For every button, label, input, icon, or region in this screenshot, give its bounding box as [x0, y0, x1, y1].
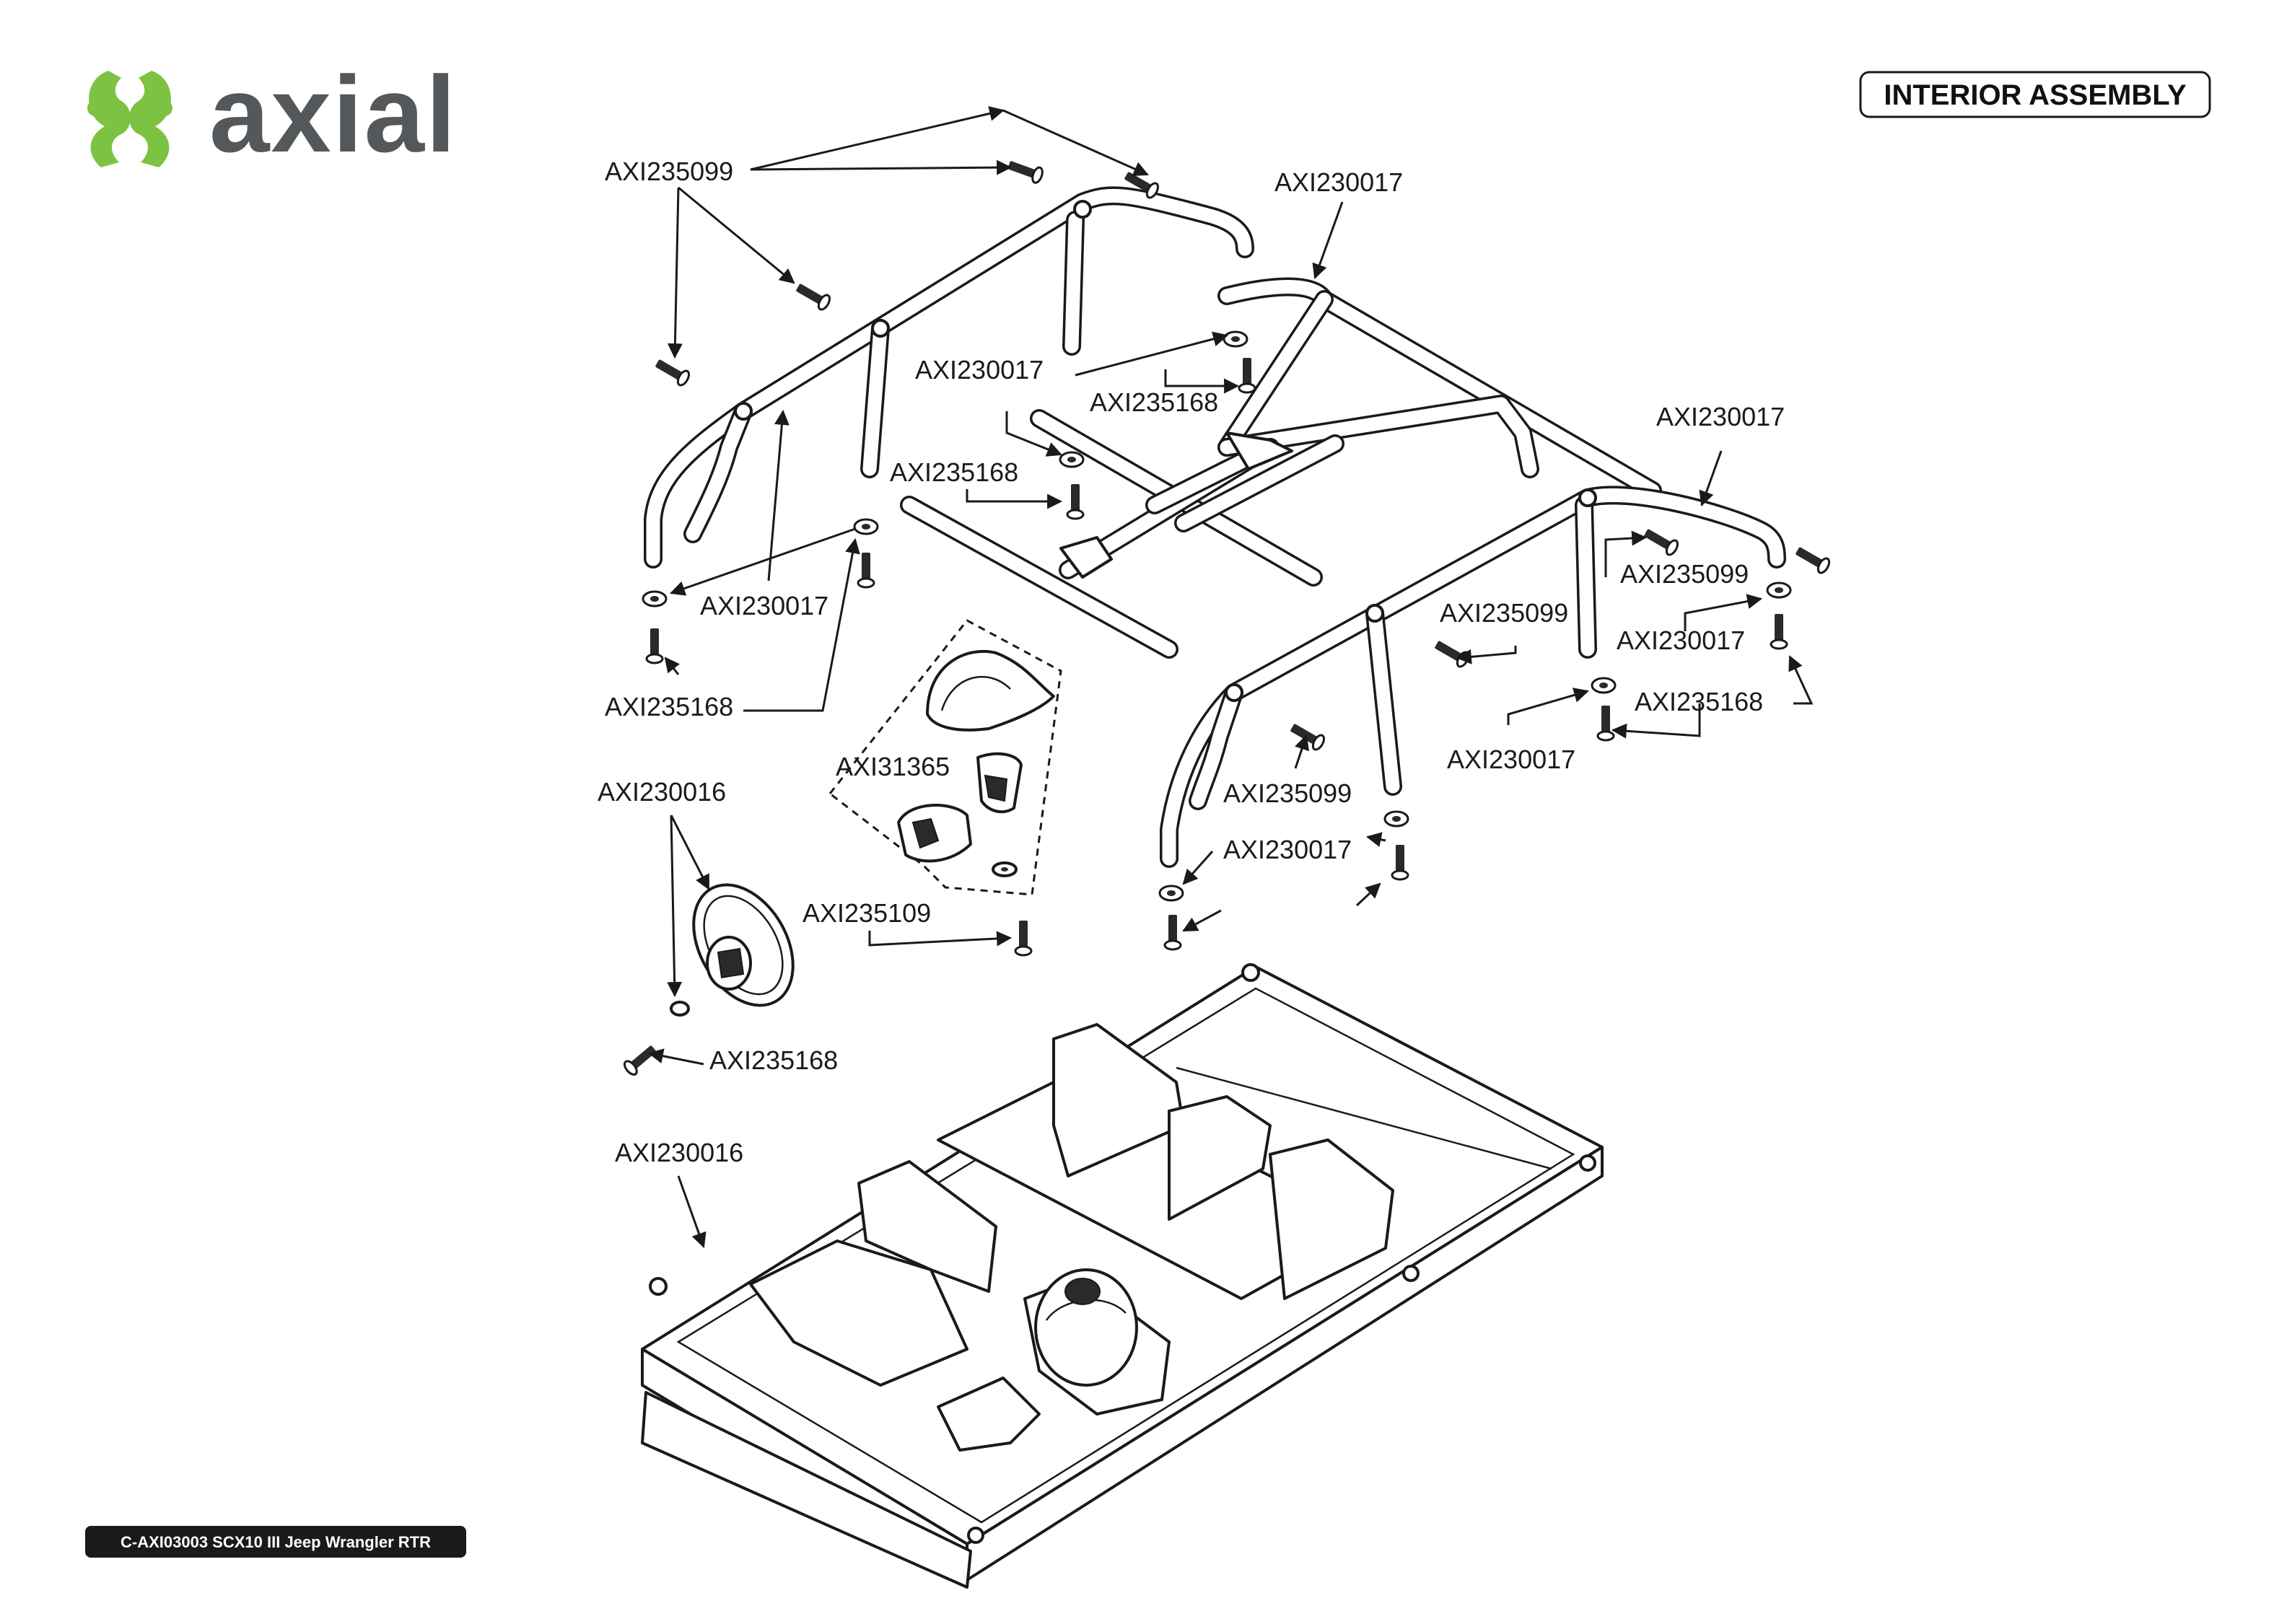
section-title-text: INTERIOR ASSEMBLY [1884, 79, 2187, 111]
leader-lines [647, 106, 1814, 1248]
callout-driver: AXI31365 [836, 752, 950, 781]
washer-icon [1158, 885, 1184, 902]
brand-wordmark: axial [209, 53, 458, 175]
screw-icon [857, 551, 875, 589]
driver-figure-group [828, 619, 1062, 896]
callout-washer-right: AXI230017 [1617, 626, 1745, 655]
screw-icon [792, 278, 834, 313]
section-title: INTERIOR ASSEMBLY [1859, 71, 2211, 118]
screw-icon [1391, 843, 1409, 881]
screw-icon [1770, 613, 1788, 650]
washer-icon [1223, 330, 1248, 348]
callout-screw-center-right: AXI235099 [1440, 598, 1568, 628]
callout-washer-cage-lower: AXI230017 [1223, 835, 1352, 864]
screw-icon [1005, 156, 1046, 185]
screw-icon [1163, 913, 1182, 951]
callout-screw-driver: AXI235109 [803, 898, 931, 928]
screw-icon [652, 354, 693, 389]
screw-icon [1066, 483, 1085, 520]
screw-icon [1014, 919, 1033, 957]
left-cage-side [644, 186, 1254, 569]
screw-icon [645, 627, 664, 664]
callout-interior-tub: AXI230016 [615, 1138, 743, 1167]
driver-arm-icon [976, 752, 1023, 814]
washer-icon [1591, 677, 1617, 694]
screw-icon [1640, 524, 1682, 558]
callout-cage-right: AXI230017 [1656, 402, 1785, 431]
callout-labels: AXI235099 AXI230017 AXI230017 AXI235168 … [598, 157, 1785, 1167]
model-badge: C-AXI03003 SCX10 III Jeep Wrangler RTR [85, 1526, 466, 1558]
screw-icon [621, 1041, 660, 1078]
callout-cage-mid-left: AXI230017 [915, 355, 1044, 385]
axial-logo: axial [87, 53, 458, 175]
callout-cage-left-bottom: AXI230017 [700, 591, 828, 620]
washer-icon [1059, 451, 1085, 468]
driver-torso-icon [897, 804, 972, 863]
model-badge-text: C-AXI03003 SCX10 III Jeep Wrangler RTR [121, 1533, 431, 1551]
callout-screw-top-left: AXI235099 [605, 157, 733, 186]
callout-screw-right: AXI235099 [1620, 559, 1749, 589]
washer-icon [642, 590, 668, 607]
driver-base-icon [992, 861, 1018, 877]
steering-wheel-icon [670, 883, 795, 1017]
right-cage-side [1160, 486, 1786, 868]
washer-icon [853, 518, 879, 535]
screw-icon [1287, 719, 1328, 753]
washer-icon [1766, 581, 1792, 599]
screw-icon [1596, 704, 1615, 742]
callout-screw-mid-center: AXI235168 [1090, 387, 1218, 417]
driver-helmet-icon [926, 649, 1055, 732]
screw-icon [1792, 542, 1833, 576]
callout-steering-wheel: AXI230016 [598, 777, 726, 807]
callout-screw-left-bottom: AXI235168 [605, 692, 733, 721]
interior-tub [641, 963, 1604, 1589]
callout-screw-right-lower: AXI235168 [1635, 687, 1763, 716]
callout-washer-right-lower: AXI230017 [1447, 745, 1575, 774]
callout-cage-top-center: AXI230017 [1274, 167, 1403, 197]
callout-screw-mid-left: AXI235168 [890, 457, 1018, 487]
washer-icon [1383, 810, 1409, 828]
callout-screw-steering: AXI235168 [709, 1045, 838, 1075]
screw-icon [1431, 636, 1472, 670]
screw-icon [1238, 356, 1256, 394]
callout-screw-cage-lower: AXI235099 [1223, 778, 1352, 808]
logo-mark-icon [87, 71, 172, 167]
upper-cage-frame [900, 277, 1662, 659]
